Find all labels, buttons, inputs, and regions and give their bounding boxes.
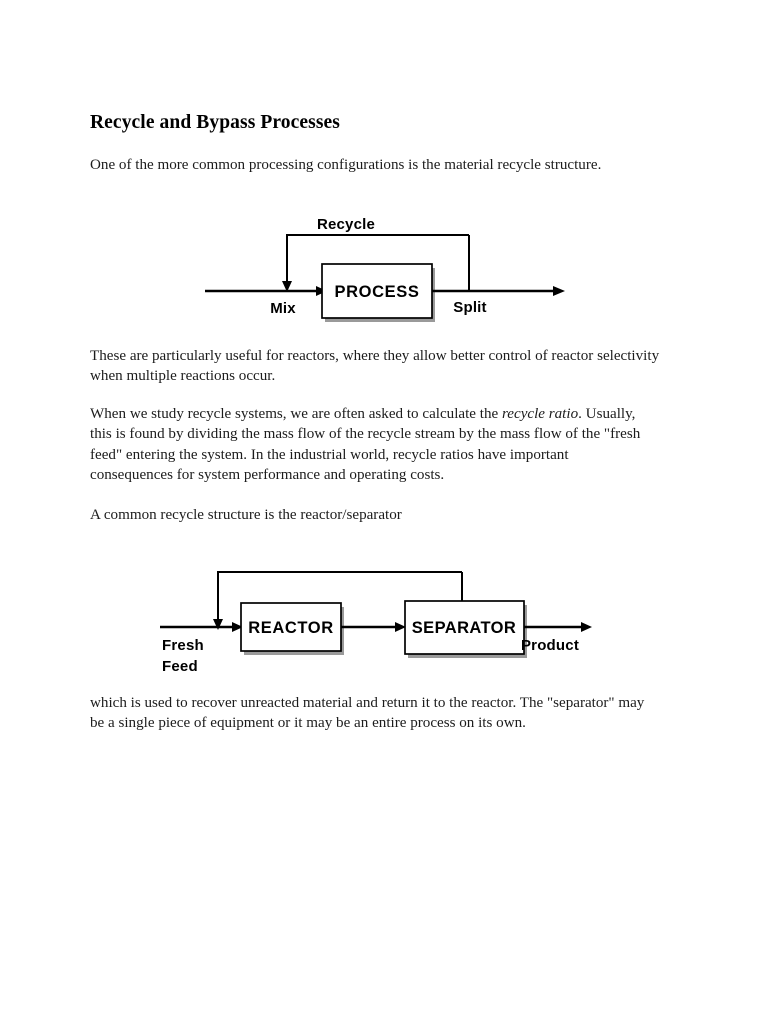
paragraph-intro: One of the more common processing config…: [90, 157, 602, 173]
page-title: Recycle and Bypass Processes: [90, 112, 340, 133]
label-recycle: Recycle: [317, 216, 375, 233]
product-outlet-arrow-head: [581, 622, 592, 632]
reactor-box-label: REACTOR: [248, 619, 333, 637]
recycle-ratio-emphasis: recycle ratio: [501, 406, 579, 422]
recycle-arrow-head: [213, 619, 223, 630]
diagram-material-recycle: Recycle PROCESS Mix Split: [150, 200, 620, 330]
diagram-material-recycle-svg: Recycle PROCESS Mix Split: [205, 216, 565, 322]
paragraph-useful: These are particularly useful for reacto…: [90, 348, 660, 385]
recycle-arrow-head: [282, 281, 292, 292]
recycle-loop-line: [286, 234, 469, 283]
recycle-ratio-text-after: . Usually, this is found by dividing the…: [90, 406, 641, 484]
paragraph-separator-note: which is used to recover unreacted mater…: [90, 695, 645, 732]
label-product: Product: [521, 637, 579, 654]
label-fresh-feed-line1: Fresh: [162, 637, 204, 654]
paragraph-common-structure: A common recycle structure is the reacto…: [90, 507, 402, 523]
label-fresh-feed-line2: Feed: [162, 658, 198, 675]
fresh-feed-arrow-head: [232, 622, 243, 632]
recycle-ratio-text-before: When we study recycle systems, we are of…: [90, 406, 502, 422]
separator-box-label: SEPARATOR: [412, 619, 516, 637]
process-box-label: PROCESS: [335, 283, 420, 301]
label-mix: Mix: [270, 300, 296, 317]
reactor-to-separator-arrow-head: [395, 622, 406, 632]
paragraph-recycle-ratio: When we study recycle systems, we are of…: [90, 404, 648, 486]
separator-box[interactable]: [404, 600, 525, 655]
recycle-loop-line: [217, 571, 462, 620]
label-split: Split: [453, 299, 487, 316]
reactor-box[interactable]: [240, 602, 342, 652]
diagram-reactor-separator-svg: REACTOR SEPARATOR Fresh Feed Product: [160, 571, 592, 675]
diagram-reactor-separator: REACTOR SEPARATOR Fresh Feed Product: [140, 550, 620, 685]
process-box[interactable]: [321, 263, 433, 319]
product-outlet-arrow-head: [553, 286, 565, 296]
